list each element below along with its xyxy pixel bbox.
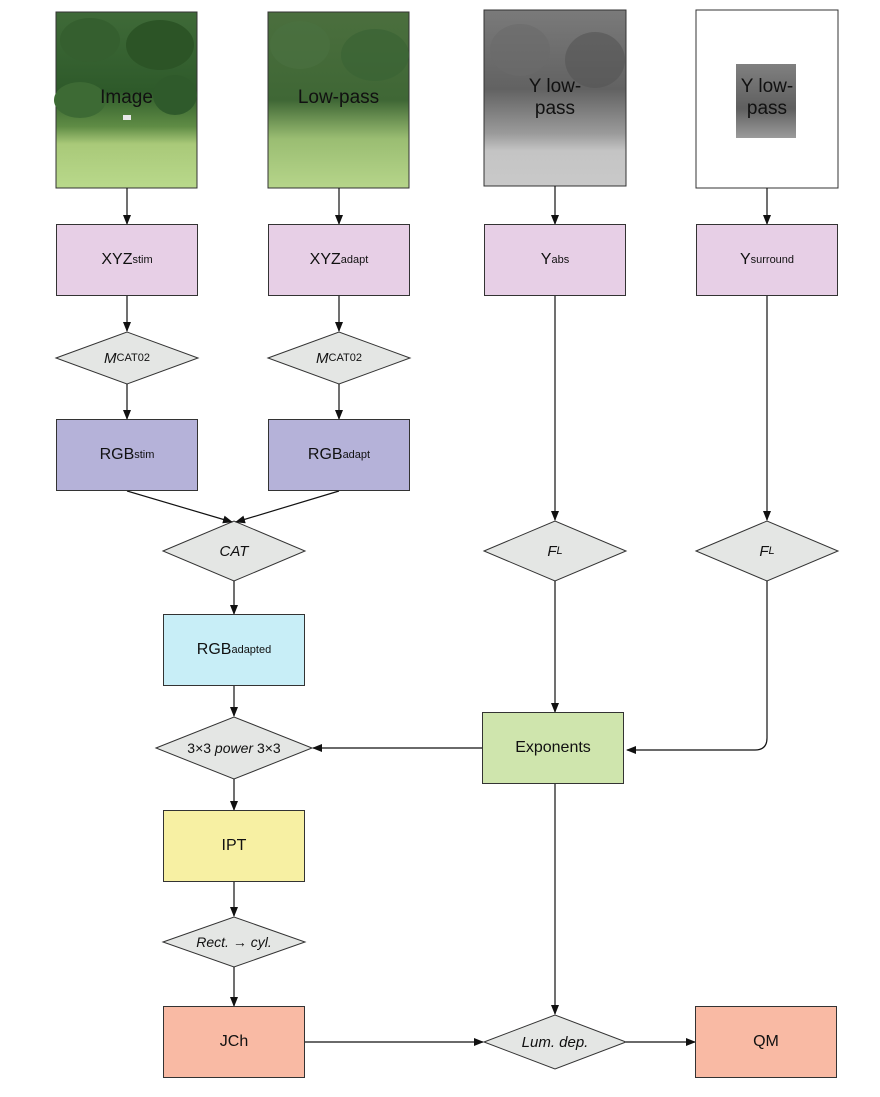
y-lowpass-small-thumbnail xyxy=(695,9,839,189)
y-lowpass-small-label: Y low-pass xyxy=(740,76,794,119)
y-abs-main: Y xyxy=(540,251,552,268)
image-label: Image xyxy=(100,87,153,109)
qm-label: QM xyxy=(753,1033,779,1050)
mcat02-2-sub: CAT02 xyxy=(328,352,362,364)
lowpass-label: Low-pass xyxy=(297,87,380,109)
diamond-rect-cyl xyxy=(161,916,307,968)
fl-1-sub: L xyxy=(556,545,563,557)
rgb-adapted-main: RGB xyxy=(196,641,232,658)
rgb-stim-main: RGB xyxy=(99,446,135,463)
mcat02-2-main: M xyxy=(316,349,329,367)
rgb-stim-sub: stim xyxy=(134,449,155,461)
xyz-stim-main: XYZ xyxy=(101,251,133,268)
ipt-box: IPT xyxy=(163,810,305,882)
connectors xyxy=(123,186,771,1046)
xyz-adapt-main: XYZ xyxy=(309,251,341,268)
image-thumbnail xyxy=(54,11,198,189)
ipt-label: IPT xyxy=(221,837,247,854)
xyz-stim-sub: stim xyxy=(132,254,153,266)
lowpass-thumbnail xyxy=(267,11,410,189)
rect-cyl-label: Rect. → cyl. xyxy=(196,934,272,950)
y-surround-main: Y xyxy=(739,251,751,268)
diamond-mcat02-1 xyxy=(54,331,200,385)
fl-2-main: F xyxy=(759,542,769,560)
exponents-label: Exponents xyxy=(515,739,591,756)
fl-2-sub: L xyxy=(768,545,775,557)
y-surround-sub: surround xyxy=(750,254,795,266)
diamond-cat xyxy=(161,520,307,582)
y-lowpass-thumbnail xyxy=(483,9,627,187)
jch-label: JCh xyxy=(219,1033,249,1050)
power-pre: 3×3 xyxy=(187,740,215,756)
diamond-fl-2 xyxy=(694,520,840,582)
fl-1-main: F xyxy=(547,542,557,560)
rgb-adapt-main: RGB xyxy=(307,446,343,463)
jch-box: JCh xyxy=(163,1006,305,1078)
cat-label: CAT xyxy=(219,542,249,560)
diamond-mcat02-2 xyxy=(266,331,412,385)
diamond-fl-1 xyxy=(482,520,628,582)
mcat02-1-sub: CAT02 xyxy=(116,352,150,364)
rgb-adapted-sub: adapted xyxy=(231,644,272,656)
mcat02-1-main: M xyxy=(104,349,117,367)
power-post: 3×3 xyxy=(253,740,281,756)
xyz-adapt-sub: adapt xyxy=(340,254,369,266)
power-mid: power xyxy=(214,740,254,756)
qm-box: QM xyxy=(695,1006,837,1078)
y-abs-sub: abs xyxy=(551,254,570,266)
y-lowpass-label: Y low-pass xyxy=(528,76,582,119)
exponents-box: Exponents xyxy=(482,712,624,784)
rgb-adapt-sub: adapt xyxy=(342,449,371,461)
lum-dep-label: Lum. dep. xyxy=(521,1033,589,1051)
power-label: 3×3 power 3×3 xyxy=(156,736,312,760)
